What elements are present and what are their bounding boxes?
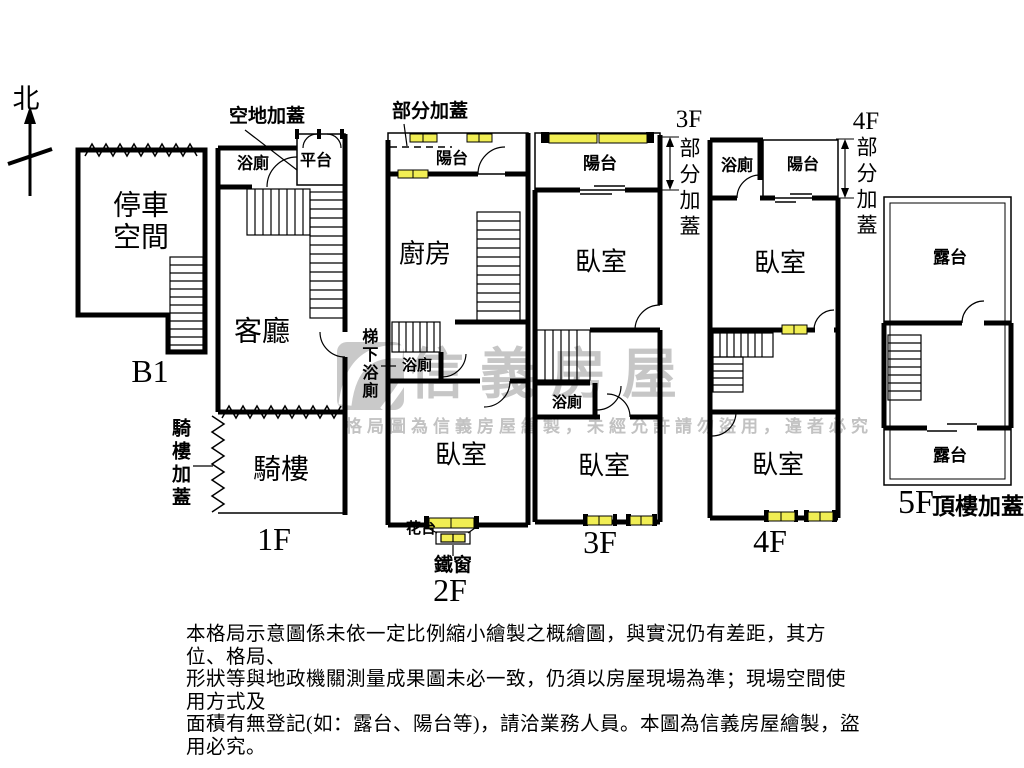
f4-bedroom-front-label: 臥室 [753,248,807,278]
f1-vacant-addition-leader [244,129,298,171]
f4-partial-addition-bracket [836,138,854,199]
f3-partial-addition-label: 部分加蓋 [677,137,702,241]
f2-partial-addition-label: 部分加蓋 [391,101,469,123]
disclaimer-line-3: 面積有無登記(如：露台、陽台等)，請洽業務人員。本圖為信義房屋繪製，盜用必究。 [186,714,860,758]
f1-living-room-label: 客廳 [233,316,291,348]
f1-stairs [246,188,346,319]
f1-arcade-label: 騎樓 [252,454,310,486]
f4-bath-label: 浴廁 [720,157,754,175]
disclaimer-text: 本格局示意圖係未依一定比例縮小繪製之概繪圖，與實況仍有差距，其方位、格局、 形狀… [186,624,862,759]
watermark-notice-text: 格局圖為信義房屋繪製，未經允許請勿盜用，違者必究 [345,417,873,436]
f2-kitchen-label: 廚房 [398,239,452,269]
f3-stairs [536,329,591,381]
f1-bath-label: 浴廁 [236,155,270,173]
f1-vacant-addition-label: 空地加蓋 [228,106,306,128]
f3-bedroom-front-label: 臥室 [574,247,628,277]
f5-rooftop-addition-label: 頂樓加蓋 [932,492,1024,519]
f3-bedroom-rear-label: 臥室 [577,451,631,481]
disclaimer-line-2: 形狀等與地政機關測量成果圖未必一致，仍須以房屋現場為準；現場空間使用方式及 [186,669,847,713]
f4-bedroom-rear-label: 臥室 [751,450,805,480]
f2-flower-bed-label: 花台 [405,520,437,538]
b1-parking-label-line1: 停車 [112,190,170,222]
f2-doors [440,146,511,408]
f4-walls [707,137,841,521]
f3-floor-name: 3F [583,524,617,561]
f2-windows [397,133,493,529]
f4-floor-name: 4F [753,523,787,560]
b1-stairs [169,256,204,351]
f5-stairs [887,334,922,401]
f4-doors [711,174,835,437]
f4-windows [764,324,837,522]
b1-floor-name: B1 [131,353,169,390]
f2-flower-bed-iron-window [427,527,476,556]
b1-parking-label-line2: 空間 [112,222,170,254]
f2-balcony-label: 陽台 [435,150,469,168]
f1-platform-label: 平台 [299,152,333,170]
f3-walls [532,132,663,525]
f3-partial-addition-floor-label: 3F [675,105,703,133]
f2-floor-name: 2F [433,572,467,609]
f2-partial-addition-leader [403,123,408,147]
f5-terrace-rear-label: 露台 [933,446,967,466]
compass-north-arrow [7,106,53,196]
f3-windows [541,132,657,526]
f2-under-stair-bath-label: 梯下浴廁 [359,328,377,400]
f5-terrace-front-label: 露台 [933,248,967,268]
f2-stairs [391,211,521,353]
f2-bedroom-label: 臥室 [434,440,488,470]
f2-iron-window-label: 鐵窗 [433,555,473,577]
f5-floor-name: 5F [898,484,934,522]
f3-partial-addition-bracket [661,136,679,191]
f5-walls [881,196,1014,486]
f4-balcony-label: 陽台 [786,156,820,174]
f4-partial-addition-floor-label: 4F [852,107,880,135]
f3-doors [596,304,661,418]
b1-walls [75,142,208,355]
compass-north-label: 北 [12,83,40,114]
f1-doors [266,133,346,358]
f1-arcade-addition-label: 騎樓加蓋 [168,418,190,510]
f4-stairs [712,332,774,393]
f1-floor-name: 1F [257,521,291,558]
f3-bath-label: 浴廁 [551,394,583,412]
f4-partial-addition-label: 部分加蓋 [854,136,879,240]
disclaimer-line-1: 本格局示意圖係未依一定比例縮小繪製之概繪圖，與實況仍有差距，其方位、格局、 [186,624,827,668]
f2-bath-label: 浴廁 [401,357,433,375]
f5-door [961,300,985,324]
f3-balcony-label: 陽台 [583,154,617,174]
